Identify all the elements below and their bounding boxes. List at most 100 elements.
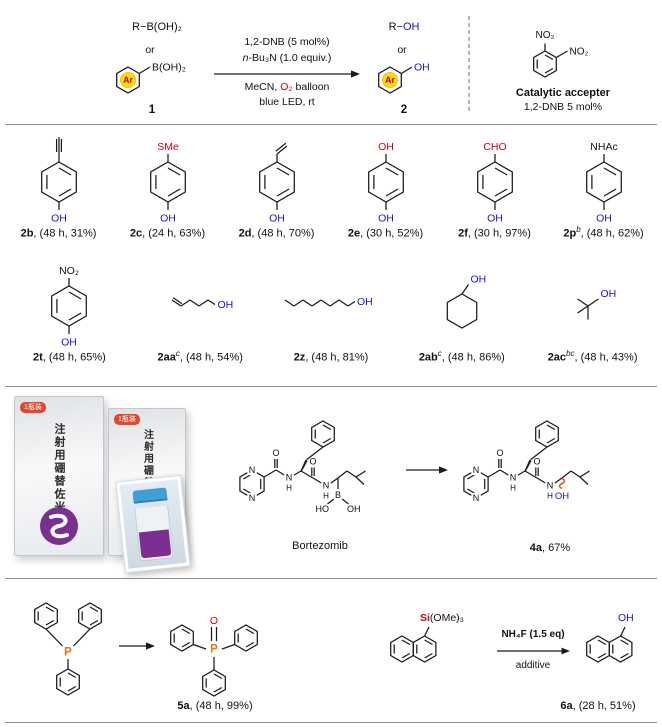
compound-yield: , (48 h, 31%) [33,227,97,240]
compound-yield: , (48 h, 99%) [189,700,253,712]
atom-b: B [335,490,341,500]
compound-yield: , 67% [542,542,571,554]
fluoride-conditions-arrow: NH₄F (1.5 eq) additive [497,629,570,671]
structure-2b [24,137,94,225]
compound-label: 2acbc, (48 h, 43%) [548,349,638,364]
compound-label: 2aac, (48 h, 54%) [158,349,243,364]
hydroxyl-group-stereo: OH [555,477,569,502]
boronic-group: B(OH)₂ [152,62,186,74]
compound-sup: bc [566,349,575,358]
compound-id: 2p [563,227,577,240]
reaction-arrow [406,466,448,474]
hydroxyl-label: OH [217,299,233,311]
compound-yield: , (48 h, 70%) [251,227,315,240]
compound-2ab: OH 2abc, (48 h, 86%) [396,254,527,364]
compound-yield: , (30 h, 97%) [467,227,531,240]
label-4a: 4a, 67% [475,542,625,554]
product-row-1: 2b, (48 h, 31%) SMe 2c, (24 h, 63%) 2d, … [4,130,658,240]
phosphine-oxide-structure: O P [170,615,258,697]
compound-id: 5a [177,700,190,712]
label-5a: 5a, (48 h, 99%) [150,700,280,712]
compound-2ac: OH 2acbc, (48 h, 43%) [527,254,658,364]
compound-label: 2b, (48 h, 31%) [21,225,97,240]
substituent-label: NHAc [590,141,617,153]
structure-2f: CHO [460,141,530,225]
substituent-label: SMe [157,141,179,153]
compound-id: 2d [238,227,252,240]
hydroxyl-label: OH [618,612,634,624]
hydroxyl-label: OH [414,62,430,74]
compound-label: 2d, (48 h, 70%) [239,225,315,240]
compound-id: 2b [20,227,34,240]
structure-2aa: OH [171,297,233,311]
compound-label: 2abc, (48 h, 86%) [419,349,505,364]
section-divider [5,578,657,579]
vial-photo [115,474,191,574]
structure-2p: NHAc [569,141,639,225]
compound-sup: b [576,225,581,234]
compound-label: 2f, (30 h, 97%) [458,225,531,240]
cyclohexane-ring [446,293,478,329]
compound-yield: , (48 h, 54%) [179,351,243,364]
structure-2ac: OH [576,288,616,320]
compound-id: 2ac [547,351,567,364]
section-divider [5,722,657,723]
condition-light: blue LED, rt [259,96,315,108]
section-divider [5,386,657,387]
vial-scene [119,479,187,569]
compound-label: 2e, (30 h, 52%) [348,225,423,240]
structure-2c: SMe [133,141,203,225]
compound-2b: 2b, (48 h, 31%) [4,130,113,240]
ar-ring-product [378,66,402,94]
label-6a: 6a, (28 h, 51%) [528,700,662,712]
hydroxyl-label: OH [555,491,569,502]
vial-label [138,529,172,559]
silane-group: Si(OMe)₃ [420,612,464,624]
compound-2z: OH 2z, (48 h, 81%) [266,254,397,364]
triphenylphosphine-structure: P [34,602,102,696]
compound-id: 2ab [418,351,438,364]
tert-butyl-group [576,298,599,320]
compound-id: 2t [33,351,43,364]
structure-2ab: OH [446,274,486,329]
structure-2e: OH [351,141,421,225]
compound-id: 4a [529,542,543,554]
compound-2d: 2d, (48 h, 70%) [222,130,331,240]
compound-id: 2aa [157,351,176,364]
compound-2e: OH 2e, (30 h, 52%) [331,130,440,240]
compound-yield: , (48 h, 65%) [42,351,106,364]
box-tag: 1瓶装 [114,414,140,425]
or-text: or [145,44,155,56]
compound-label: 2z, (48 h, 81%) [294,349,369,364]
compound-id: 2c [129,227,143,240]
structure-2d [242,142,312,225]
product-4a-structure: OH [452,410,642,535]
compound-label: 2pb, (48 h, 62%) [563,225,643,240]
box-title: 注射用硼替佐米 [53,423,65,514]
compound-number-1: 1 [149,104,156,116]
atom-p: P [210,644,218,656]
compound-yield: , (48 h, 81%) [305,351,369,364]
structure-2z: OH [285,296,373,308]
acceptor-title: Catalytic accepter [516,87,611,99]
hydroxyl-label: OH [470,274,486,286]
compound-sup: c [175,349,180,358]
medicine-box-left: 1瓶装 注射用硼替佐米 [14,396,104,556]
compound-id: 2z [293,351,306,364]
hydroxyl-label: OH [357,296,373,308]
compound-number-2: 2 [401,104,407,116]
substituent-label: NO₂ [59,265,79,277]
vial-body [134,505,174,562]
naphthyl-silane-structure: Si(OMe)₃ [390,612,464,663]
compound-yield: , (48 h, 86%) [441,351,505,364]
hydroxyl-label: OH [347,504,361,514]
naphthol-structure: OH [586,612,634,663]
condition-dnb: 1,2-DNB (5 mol%) [244,36,329,48]
atom-p: P [64,647,72,659]
substituent-label: CHO [483,141,506,153]
nitro-group: NO₂ [536,30,555,41]
boronic-acid-group: B HO OH [316,478,361,514]
compound-2f: CHO 2f, (30 h, 97%) [440,130,549,240]
bortezomib-structure: B HO OH [228,410,418,514]
